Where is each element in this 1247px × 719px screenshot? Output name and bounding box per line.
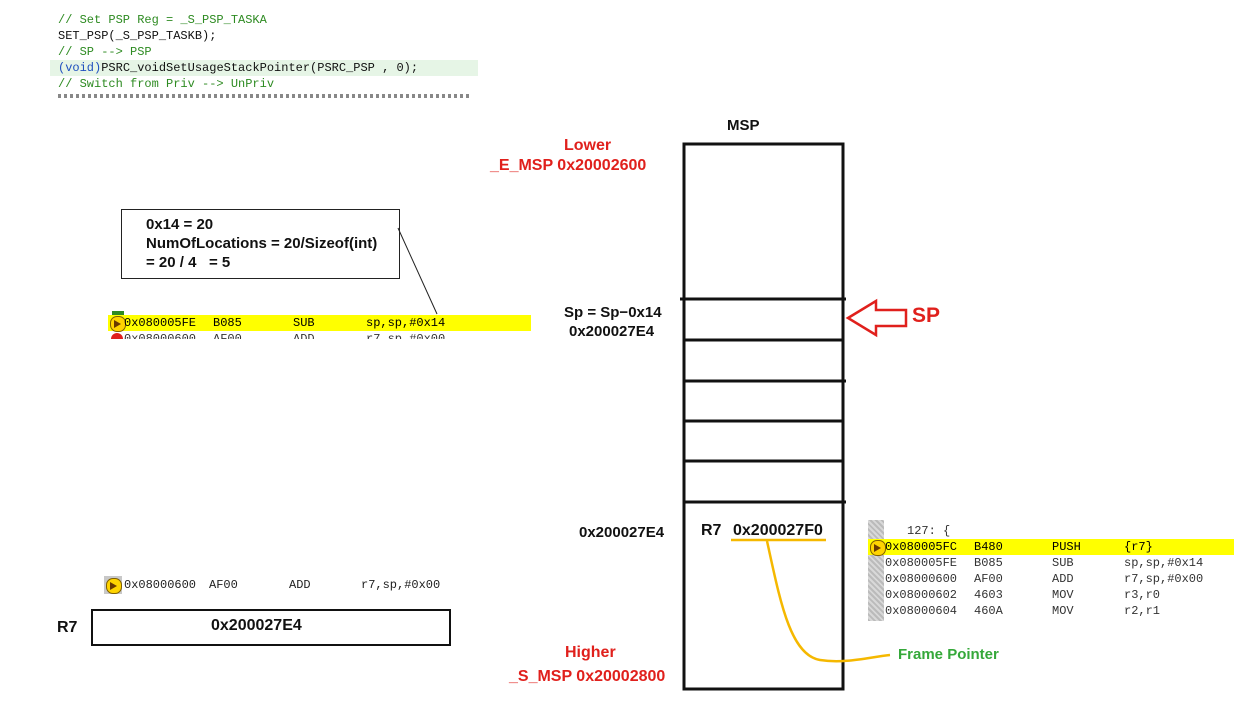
dis-right-op: B085 xyxy=(974,556,1003,570)
code-current-line: (void)PSRC_voidSetUsageStackPointer(PSRC… xyxy=(50,60,478,76)
dis-right-mnem: MOV xyxy=(1052,588,1074,602)
dis-right-args: {r7} xyxy=(1124,540,1153,554)
dis-right-mnem: PUSH xyxy=(1052,540,1081,554)
stack-r7-value: 0x200027F0 xyxy=(733,522,823,539)
dis-right-addr: 0x08000600 xyxy=(885,572,958,586)
code-comment-switch-priv: // Switch from Priv --> UnPriv xyxy=(58,77,275,91)
note-box: 0x14 = 20 NumOfLocations = 20/Sizeof(int… xyxy=(121,209,400,279)
dis-right-args: r7,sp,#0x00 xyxy=(1124,572,1204,586)
stack-frame-outline xyxy=(682,142,845,691)
dis-top-args: sp,sp,#0x14 xyxy=(366,316,446,330)
dis-top-next-row-clip: 0x08000600 AF00 ADD r7,sp,#0x00 xyxy=(108,331,531,339)
dis-right-args: sp,sp,#0x14 xyxy=(1124,556,1204,570)
dis-top-current-row: 0x080005FE B085 SUB sp,sp,#0x14 xyxy=(108,315,531,332)
note-line-2: NumOfLocations = 20/Sizeof(int) xyxy=(146,235,378,252)
dis-mid-row: 0x08000600 AF00 ADD r7,sp,#0x00 xyxy=(104,576,454,594)
dis-top-next-addr: 0x08000600 xyxy=(124,332,197,339)
current-instruction-arrow-icon xyxy=(106,578,122,594)
dis-right-mnem: MOV xyxy=(1052,604,1074,618)
code-void-keyword: (void) xyxy=(58,61,102,75)
dis-top-margin-marker xyxy=(112,311,124,315)
code-set-psp-call: SET_PSP(_S_PSP_TASKB); xyxy=(58,29,217,43)
stack-r7-label: R7 xyxy=(701,522,722,539)
dis-top-next-mnem: ADD xyxy=(293,332,315,339)
dis-right-op: AF00 xyxy=(974,572,1003,586)
dis-right-op: 460A xyxy=(974,604,1003,618)
dis-right-args: r2,r1 xyxy=(1124,604,1161,618)
dis-right-row: 0x08000600 AF00 ADD r7,sp,#0x00 xyxy=(868,571,1234,587)
dis-right-args: r3,r0 xyxy=(1124,588,1161,602)
frame-pointer-curve xyxy=(765,540,891,663)
dis-top-op: B085 xyxy=(213,316,242,330)
sp-arrow-icon xyxy=(845,298,908,338)
note-pointer-line xyxy=(397,227,438,315)
r7-register-value: 0x200027E4 xyxy=(211,617,302,634)
current-instruction-arrow-icon xyxy=(870,540,886,556)
stack-higher-label: Higher xyxy=(565,644,616,661)
dis-top-mnem: SUB xyxy=(293,316,315,330)
dis-right-addr: 0x080005FE xyxy=(885,556,958,570)
dis-top-next-row: 0x08000600 AF00 ADD r7,sp,#0x00 xyxy=(108,331,531,339)
code-comment-set-psp: // Set PSP Reg = _S_PSP_TASKA xyxy=(58,13,267,27)
dis-top-next-op: AF00 xyxy=(213,332,242,339)
dis-right-addr: 0x08000602 xyxy=(885,588,958,602)
stack-lower-label: Lower xyxy=(564,137,612,154)
dis-right-mnem: ADD xyxy=(1052,572,1074,586)
stack-lower-address: _E_MSP 0x20002600 xyxy=(490,157,647,174)
sp-equation: Sp = Sp−0x14 xyxy=(564,304,662,321)
dis-right-row: 0x080005FE B085 SUB sp,sp,#0x14 xyxy=(868,555,1234,571)
sp-address: 0x200027E4 xyxy=(569,323,655,340)
dis-mid-mnem: ADD xyxy=(289,578,311,592)
r7-address-left: 0x200027E4 xyxy=(579,524,665,541)
dis-right-mnem: SUB xyxy=(1052,556,1074,570)
r7-register-label: R7 xyxy=(57,619,78,636)
dis-top-addr: 0x080005FE xyxy=(124,316,197,330)
r7-register-box: 0x200027E4 xyxy=(91,609,451,646)
frame-pointer-label: Frame Pointer xyxy=(898,646,999,663)
dis-right-op: B480 xyxy=(974,540,1003,554)
dis-mid-op: AF00 xyxy=(209,578,238,592)
dis-right-header: 127: { xyxy=(907,524,951,538)
note-line-1: 0x14 = 20 xyxy=(146,216,214,233)
code-comment-sp-psp: // SP --> PSP xyxy=(58,45,152,59)
code-set-usage-sp-call: PSRC_voidSetUsageStackPointer(PSRC_PSP ,… xyxy=(101,61,419,75)
stack-title: MSP xyxy=(727,117,760,134)
dis-right-addr: 0x080005FC xyxy=(885,540,958,554)
dis-right-row: 0x08000604 460A MOV r2,r1 xyxy=(868,603,1234,619)
dis-right-op: 4603 xyxy=(974,588,1003,602)
current-instruction-arrow-icon xyxy=(110,316,126,332)
breakpoint-icon xyxy=(111,333,123,339)
note-line-3: = 20 / 4 = 5 xyxy=(146,254,231,271)
sp-arrow-label: SP xyxy=(912,304,941,327)
dis-mid-addr: 0x08000600 xyxy=(124,578,197,592)
dis-right-row: 0x08000602 4603 MOV r3,r0 xyxy=(868,587,1234,603)
dis-mid-args: r7,sp,#0x00 xyxy=(361,578,441,592)
stack-higher-address: _S_MSP 0x20002800 xyxy=(509,668,666,685)
dis-right-row-current: 0x080005FC B480 PUSH {r7} xyxy=(868,539,1234,556)
dis-right-addr: 0x08000604 xyxy=(885,604,958,618)
code-cutoff-line xyxy=(58,94,472,98)
dis-top-next-args: r7,sp,#0x00 xyxy=(366,332,446,339)
